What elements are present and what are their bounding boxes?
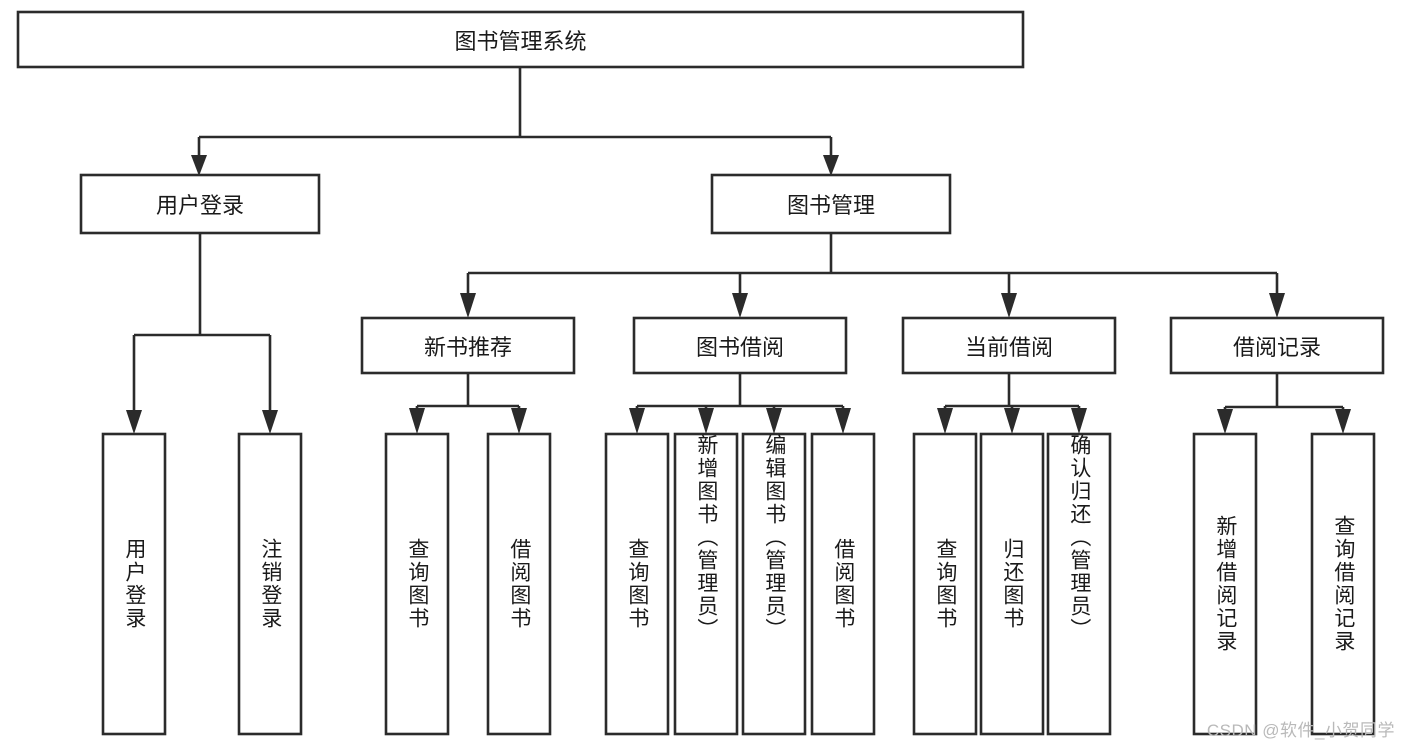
arrow-head-new-book-recommend	[460, 293, 476, 318]
connector-group-new-book-recommend	[409, 373, 527, 434]
connector-group-book-borrow	[629, 373, 851, 434]
arrow-head-leaf-query-book-2	[629, 408, 645, 434]
node-user-login[interactable]	[79, 173, 321, 235]
node-leaf-add-book[interactable]	[673, 432, 739, 736]
node-leaf-query-book-2[interactable]	[604, 432, 670, 736]
arrow-head-leaf-user-login	[126, 410, 142, 434]
arrow-head-leaf-edit-book	[766, 408, 782, 434]
arrow-head-book-borrow	[732, 293, 748, 318]
arrow-head-leaf-borrow-book-2	[835, 408, 851, 434]
arrow-head-leaf-query-book-3	[937, 408, 953, 434]
arrow-head-leaf-logout-login	[262, 410, 278, 434]
arrow-head-book-management	[823, 155, 839, 176]
connector-group-book-management	[460, 233, 1285, 318]
arrow-head-leaf-return-book	[1004, 408, 1020, 434]
arrow-head-current-borrow	[1001, 293, 1017, 318]
node-current-borrow[interactable]	[901, 316, 1117, 375]
node-leaf-query-book-3[interactable]	[912, 432, 978, 736]
connector-group-root	[191, 66, 839, 176]
watermark-text: CSDN @软件_小贺同学	[1206, 721, 1395, 740]
connector-group-user-login	[126, 233, 278, 434]
node-book-management[interactable]	[710, 173, 952, 235]
node-new-book-recommend[interactable]	[360, 316, 576, 375]
arrow-head-leaf-confirm-return	[1071, 408, 1087, 434]
node-leaf-add-record[interactable]	[1192, 432, 1258, 736]
node-leaf-edit-book[interactable]	[741, 432, 807, 736]
node-borrow-record[interactable]	[1169, 316, 1385, 375]
node-leaf-confirm-return[interactable]	[1046, 432, 1112, 736]
connector-group-current-borrow	[937, 373, 1087, 434]
node-leaf-return-book[interactable]	[979, 432, 1045, 736]
arrow-head-leaf-add-record	[1217, 409, 1233, 434]
node-leaf-user-login[interactable]	[101, 432, 167, 736]
arrow-head-leaf-query-book-1	[409, 408, 425, 434]
node-leaf-logout-login[interactable]	[237, 432, 303, 736]
node-leaf-borrow-book-2[interactable]	[810, 432, 876, 736]
node-root[interactable]	[16, 10, 1025, 69]
arrow-head-leaf-query-record	[1335, 409, 1351, 434]
node-leaf-query-record[interactable]	[1310, 432, 1376, 736]
arrow-head-user-login	[191, 155, 207, 176]
node-book-borrow[interactable]	[632, 316, 848, 375]
arrow-head-leaf-add-book	[698, 408, 714, 434]
node-leaf-borrow-book-1[interactable]	[486, 432, 552, 736]
node-leaf-query-book-1[interactable]	[384, 432, 450, 736]
arrow-head-leaf-borrow-book-1	[511, 408, 527, 434]
connector-group-borrow-record	[1217, 373, 1351, 434]
arrow-head-borrow-record	[1269, 293, 1285, 318]
